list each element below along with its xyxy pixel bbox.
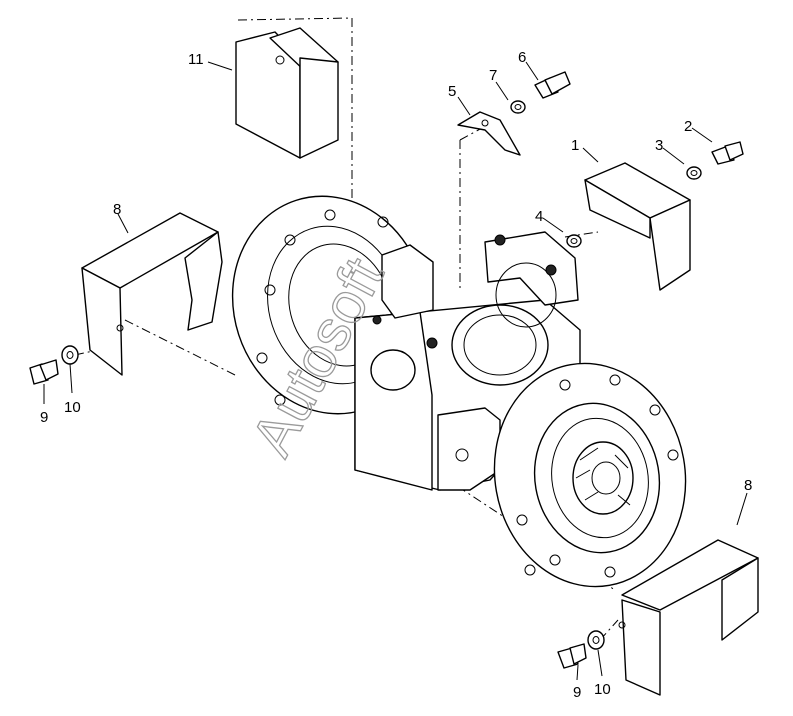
part-3-washer (686, 166, 702, 180)
part-5-bracket (457, 111, 521, 156)
part-8-left-guard (81, 212, 223, 376)
callout-2: 2 (684, 118, 692, 135)
callout-1: 1 (571, 137, 579, 154)
callout-9-left: 9 (40, 409, 48, 426)
part-4-washer (566, 234, 582, 248)
part-7-washer (510, 100, 526, 114)
callout-8-left: 8 (113, 201, 121, 218)
callout-3: 3 (655, 137, 663, 154)
right-flange (493, 362, 687, 588)
callout-4: 4 (535, 208, 543, 225)
part-9-bolt-left (29, 359, 59, 385)
part-10-washer-left (61, 345, 79, 365)
part-2-bolt (711, 141, 744, 165)
part-8-right-guard (618, 539, 759, 696)
callout-10-right: 10 (594, 681, 611, 698)
part-9-bolt-right (557, 643, 587, 669)
callout-10-left: 10 (64, 399, 81, 416)
callout-6: 6 (518, 49, 526, 66)
part-10-washer-right (587, 630, 605, 650)
part-6-bolt (534, 71, 571, 99)
part-1-cover (584, 162, 691, 291)
callout-5: 5 (448, 83, 456, 100)
callout-11: 11 (188, 51, 204, 68)
part-11-cover (235, 27, 339, 159)
callout-labels: 11 1 2 3 4 5 6 7 8 8 9 10 9 10 (40, 49, 752, 701)
leader-lines (43, 61, 748, 681)
callout-9-right: 9 (573, 684, 581, 701)
callout-7: 7 (489, 67, 497, 84)
callout-8-right: 8 (744, 477, 752, 494)
